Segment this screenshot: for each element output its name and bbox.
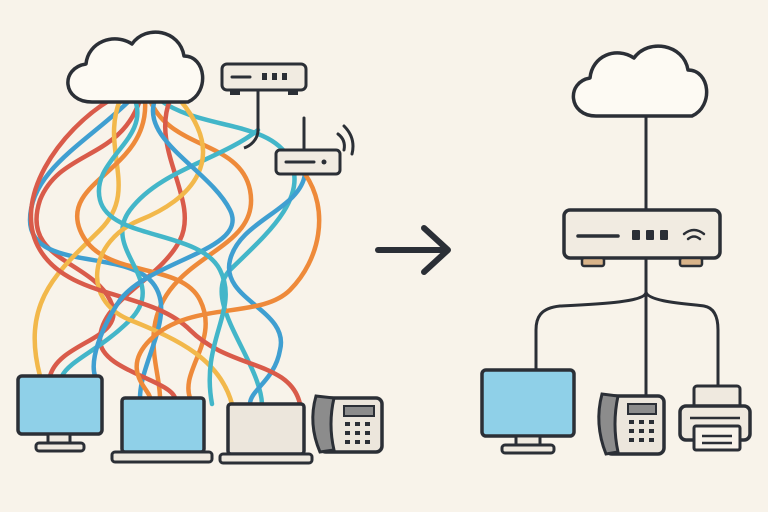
cloud-icon (66, 30, 205, 104)
cable-line (134, 171, 322, 401)
laptop-icon (110, 396, 214, 464)
desk-phone-icon (311, 394, 384, 454)
printer-icon (678, 384, 752, 452)
organized-network-panel (480, 44, 752, 456)
cable-line (34, 97, 143, 379)
modem-icon (220, 62, 308, 150)
router-hub-icon (562, 208, 722, 268)
cable-line (32, 97, 123, 379)
cable-line (157, 97, 297, 407)
cable-line (96, 97, 228, 407)
wifi-router-icon (274, 116, 355, 176)
arrow-right-icon (375, 225, 451, 275)
tangled-cables (27, 97, 322, 407)
cable-line (91, 97, 235, 379)
cable-line (28, 97, 303, 407)
monitor-icon (16, 374, 104, 453)
desk-phone-icon (597, 392, 666, 456)
network-lines (534, 116, 720, 396)
laptop-icon (218, 402, 314, 465)
cable-line (75, 97, 208, 401)
cable-line (226, 171, 308, 407)
tangled-network-panel (16, 30, 384, 465)
cloud-icon (571, 44, 709, 118)
monitor-icon (480, 368, 576, 455)
